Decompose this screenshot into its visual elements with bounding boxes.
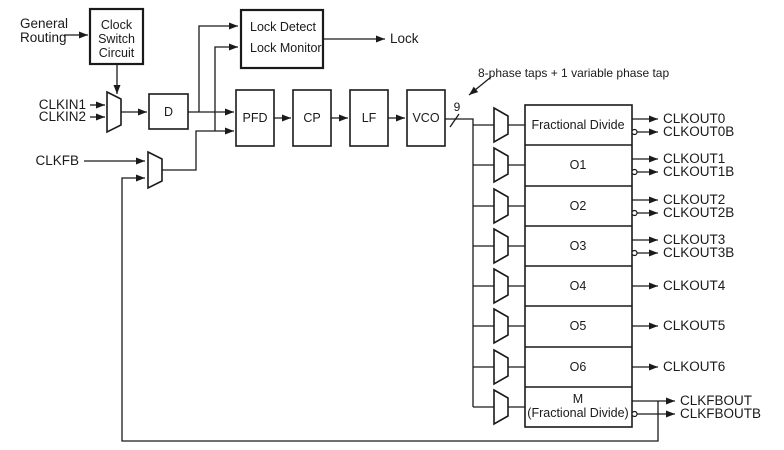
cp-label: CP bbox=[303, 111, 320, 125]
feedback-mux bbox=[147, 150, 163, 190]
divider-row-label: O2 bbox=[570, 199, 587, 213]
output-divider-block bbox=[524, 104, 633, 428]
divider-row-o5: O5 CLKOUT5 bbox=[473, 307, 725, 345]
lock-detect-label: Lock Detect bbox=[250, 20, 317, 34]
divider-row-label-line2: (Fractional Divide) bbox=[527, 406, 628, 420]
output-label: CLKOUT5 bbox=[663, 318, 725, 333]
output-label-b: CLKFBOUTB bbox=[680, 406, 761, 421]
lock-output-label: Lock bbox=[390, 31, 419, 46]
lf-label: LF bbox=[362, 111, 377, 125]
clkin1-label: CLKIN1 bbox=[39, 97, 86, 112]
output-label: CLKOUT2 bbox=[663, 192, 725, 207]
inverted-output-bubble bbox=[631, 168, 638, 176]
output-label: CLKFBOUT bbox=[680, 393, 752, 408]
general-routing-input: General Routing bbox=[20, 16, 88, 45]
clkin2-label: CLKIN2 bbox=[39, 109, 86, 124]
general-routing-label-line2: Routing bbox=[20, 30, 67, 45]
vco-output-bus: 9 8-phase taps + 1 variable phase tap bbox=[445, 66, 669, 407]
general-routing-label-line1: General bbox=[20, 16, 68, 31]
bus-width-slash bbox=[449, 113, 460, 128]
phase-mux bbox=[493, 227, 509, 265]
divider-row-label: M bbox=[573, 392, 583, 406]
pfd-label: PFD bbox=[243, 111, 268, 125]
inverted-output-bubble bbox=[631, 410, 638, 418]
output-label: CLKOUT4 bbox=[663, 278, 726, 293]
inverted-output-bubble bbox=[631, 128, 638, 136]
bus-width-label: 9 bbox=[454, 100, 461, 114]
wire-feedback-to-pfd bbox=[162, 127, 234, 171]
divider-row-o3: O3 CLKOUT3 CLKOUT3B bbox=[473, 227, 734, 265]
phase-tap-note-arrow bbox=[468, 76, 492, 96]
output-label-b: CLKOUT3B bbox=[663, 245, 734, 260]
phase-mux bbox=[493, 267, 509, 305]
lock-detect-box bbox=[239, 8, 325, 70]
phase-mux bbox=[493, 348, 509, 386]
d-divider-label: D bbox=[164, 105, 173, 119]
output-label: CLKOUT0 bbox=[663, 111, 725, 126]
output-label: CLKOUT6 bbox=[663, 359, 725, 374]
divider-row-label: O3 bbox=[570, 239, 587, 253]
pll-core-chain: PFD CP LF VCO bbox=[235, 89, 446, 147]
divider-row-o1: O1 CLKOUT1 CLKOUT1B bbox=[473, 146, 734, 184]
output-label-b: CLKOUT0B bbox=[663, 124, 734, 139]
clock-switch-label-line3: Circuit bbox=[99, 46, 135, 60]
divider-row-label: O5 bbox=[570, 319, 587, 333]
vco-box bbox=[406, 89, 446, 147]
cp-box bbox=[292, 89, 332, 147]
divider-row-o6: O6 CLKOUT6 bbox=[473, 348, 725, 386]
phase-mux bbox=[493, 146, 509, 184]
clock-switch-circuit-block: Clock Switch Circuit bbox=[88, 7, 145, 94]
phase-mux bbox=[493, 388, 509, 426]
lock-detect-block: Lock Detect Lock Monitor Lock bbox=[198, 8, 419, 131]
wire-fbclk-to-lock-monitor bbox=[214, 43, 238, 131]
wire-refclk-to-lock-detect bbox=[198, 22, 238, 112]
divider-row-label: O4 bbox=[570, 279, 587, 293]
divider-row-m: M (Fractional Divide) CLKFBOUT CLKFBOUTB bbox=[473, 388, 761, 426]
phase-mux bbox=[493, 307, 509, 345]
phase-mux bbox=[493, 187, 509, 225]
output-label-b: CLKOUT2B bbox=[663, 205, 734, 220]
output-label: CLKOUT1 bbox=[663, 151, 725, 166]
divider-row-fractional: Fractional Divide CLKOUT0 CLKOUT0B bbox=[473, 106, 734, 144]
clkin-mux bbox=[106, 90, 122, 134]
divider-row-label: O1 bbox=[570, 158, 587, 172]
clock-switch-label-line1: Clock bbox=[101, 18, 133, 32]
inverted-output-bubble bbox=[631, 209, 638, 217]
phase-tap-note-label: 8-phase taps + 1 variable phase tap bbox=[478, 66, 669, 80]
wire-clkfbout-feedback-loop bbox=[121, 174, 659, 442]
phase-mux bbox=[493, 106, 509, 144]
clock-switch-label-line2: Switch bbox=[98, 32, 135, 46]
divider-row-label: Fractional Divide bbox=[531, 118, 624, 132]
lock-monitor-label: Lock Monitor bbox=[250, 41, 322, 55]
pfd-box bbox=[235, 89, 275, 147]
divider-row-o2: O2 CLKOUT2 CLKOUT2B bbox=[473, 187, 734, 225]
d-divider-box bbox=[148, 93, 189, 130]
wire-vco-tap-bus bbox=[445, 118, 474, 407]
output-label: CLKOUT3 bbox=[663, 232, 725, 247]
vco-label: VCO bbox=[412, 111, 439, 125]
divider-row-label: O6 bbox=[570, 360, 587, 374]
clkfb-label: CLKFB bbox=[35, 153, 79, 168]
clkin-input-section: CLKIN1 CLKIN2 bbox=[39, 90, 147, 134]
output-label-b: CLKOUT1B bbox=[663, 164, 734, 179]
divider-row-o4: O4 CLKOUT4 bbox=[473, 267, 726, 305]
feedback-section: CLKFB bbox=[35, 127, 659, 442]
inverted-output-bubble bbox=[631, 249, 638, 257]
d-divider-block: D bbox=[148, 93, 234, 130]
